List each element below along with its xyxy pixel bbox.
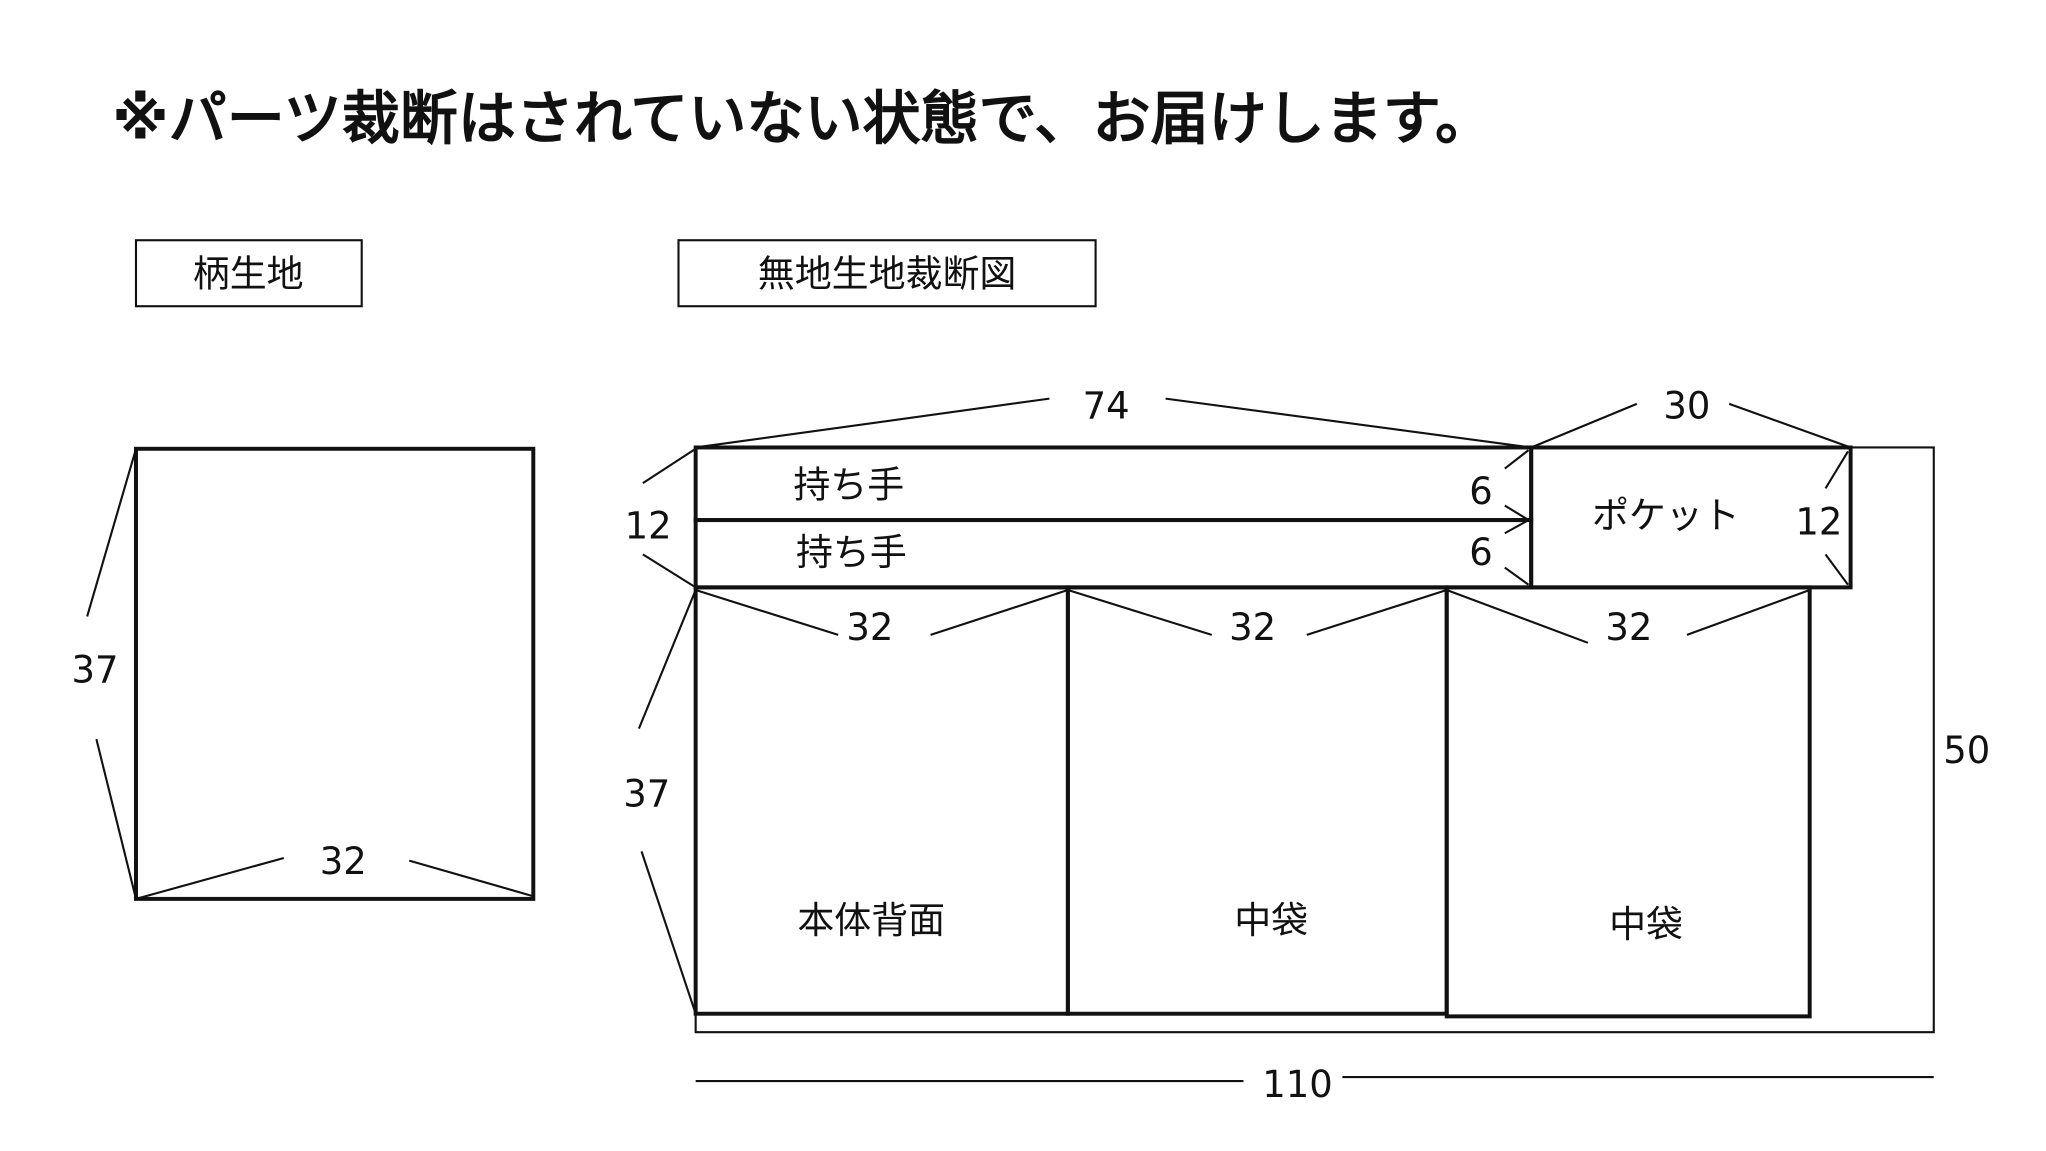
panel-2-label: 中袋 [1234,899,1308,942]
pocket-label: ポケット [1592,494,1740,537]
dim-line [1504,449,1530,470]
pattern-fabric-label: 柄生地 [193,252,304,295]
plain-fabric-label-box [677,239,1097,308]
panel-3-width-dim: 32 [1605,606,1652,649]
handle-length-dim: 74 [1083,384,1130,427]
panel-3-label: 中袋 [1609,903,1683,946]
dim-line [95,738,138,900]
dim-line [408,859,534,898]
dim-line [695,589,839,636]
pocket-width-dim: 30 [1663,384,1710,427]
pattern-height-dim: 37 [72,648,119,691]
dim-line [642,553,697,589]
dim-line [1446,589,1589,644]
panel-lining-1 [1065,585,1449,1016]
dim-line [1165,397,1532,449]
dim-line [1067,589,1213,636]
panel-2-width-dim: 32 [1229,606,1276,649]
pocket-height-dim: 12 [1795,501,1842,544]
dim-line [1306,589,1448,636]
pattern-fabric-piece [134,446,536,901]
dim-line [1824,450,1849,489]
fabric-width-dim: 110 [1262,1063,1333,1106]
panel-back-body [693,585,1070,1016]
dim-line [1824,553,1849,586]
pattern-width-dim: 32 [320,840,367,883]
dim-line [1504,566,1530,586]
plain-fabric-label: 無地生地裁断図 [758,252,1017,295]
pattern-fabric-label-box [134,239,363,308]
dim-line [1686,589,1811,636]
panel-height-dim: 37 [623,772,670,815]
panel-1-label: 本体背面 [797,899,945,942]
panel-1-width-dim: 32 [846,606,893,649]
dim-line [1530,402,1638,449]
fabric-height-dim: 50 [1943,729,1990,772]
dim-line [1504,504,1531,535]
dim-line [695,397,1050,449]
dim-line [637,589,697,730]
handle-2-height-dim: 6 [1469,531,1493,574]
dim-line [640,851,697,1015]
dim-line [135,856,285,900]
dim-line [86,448,138,617]
pattern-fabric: 柄生地 37 32 [72,239,536,901]
notice-title: ※パーツ裁断はされていない状態で、お届けします。 [112,85,1493,153]
handle-2-label: 持ち手 [796,531,907,574]
handles-height-dim: 12 [625,505,672,548]
handle-1-label: 持ち手 [793,464,904,507]
plain-fabric: 無地生地裁断図 持ち手 持ち手 6 6 ポケット 12 74 30 12 [623,239,1990,1106]
dim-line [1728,402,1851,449]
dim-line [930,589,1069,636]
dim-line [642,447,697,484]
handle-1-height-dim: 6 [1469,470,1493,513]
panel-lining-2 [1444,585,1812,1019]
